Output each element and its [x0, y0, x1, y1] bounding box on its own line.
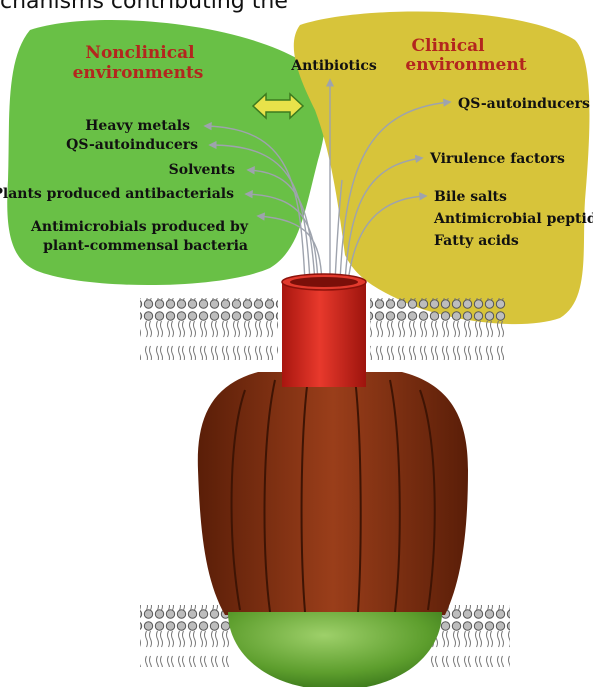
- pump-barrel: [198, 372, 468, 615]
- clinical-item-fatty-acids: Fatty acids: [434, 233, 519, 249]
- antibiotics-label: Antibiotics: [290, 58, 377, 74]
- pump-base: [228, 612, 442, 687]
- clinical-title-line2: environment: [405, 55, 526, 75]
- pump-channel: [282, 274, 366, 387]
- nonclinical-title-line2: environments: [73, 63, 204, 83]
- clinical-item-antimicrobial-peptides: Antimicrobial peptides: [433, 211, 593, 227]
- nonclinical-item-antimicrobials-line1: Antimicrobials produced by: [30, 219, 249, 235]
- nonclinical-item-qs-autoinducers: QS-autoinducers: [66, 137, 198, 153]
- nonclinical-item-plant-antibacterials: Plants produced antibacterials: [0, 186, 234, 202]
- nonclinical-item-solvents: Solvents: [169, 162, 235, 178]
- clinical-item-bile-salts: Bile salts: [434, 189, 507, 205]
- clinical-title-line1: Clinical: [411, 36, 485, 56]
- nonclinical-title-line1: Nonclinical: [85, 43, 195, 63]
- nonclinical-item-antimicrobials-line2: plant-commensal bacteria: [43, 238, 248, 254]
- nonclinical-item-heavy-metals: Heavy metals: [85, 118, 190, 134]
- clinical-item-qs-autoinducers: QS-autoinducers: [458, 96, 590, 112]
- clinical-item-virulence-factors: Virulence factors: [429, 151, 565, 167]
